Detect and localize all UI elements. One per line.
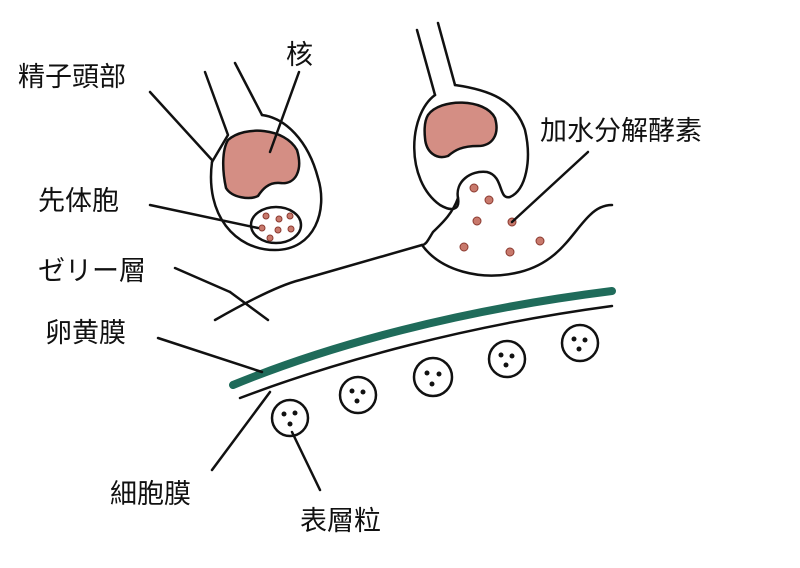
label-cortical-granules: 表層粒 bbox=[300, 506, 381, 537]
label-vitelline-membrane: 卵黄膜 bbox=[45, 318, 126, 349]
label-hydrolytic-enzymes: 加水分解酵素 bbox=[540, 116, 702, 147]
leader-lines bbox=[148, 70, 590, 492]
acrosome-enzymes bbox=[258, 212, 295, 242]
released-enzymes bbox=[459, 183, 545, 257]
label-acrosome: 先体胞 bbox=[38, 186, 119, 217]
label-jelly-layer: ゼリー層 bbox=[38, 256, 146, 287]
sperm-right bbox=[213, 21, 614, 322]
label-sperm-head: 精子頭部 bbox=[18, 62, 126, 93]
jelly-layer-boundary bbox=[213, 203, 614, 322]
label-cell-membrane: 細胞膜 bbox=[110, 479, 191, 510]
sperm-left bbox=[203, 61, 323, 252]
acrosome-vesicle bbox=[249, 205, 303, 245]
cortical-granules bbox=[270, 323, 600, 438]
nucleus-left bbox=[222, 129, 301, 200]
nucleus-right bbox=[423, 101, 498, 159]
cell-membrane bbox=[238, 304, 614, 400]
label-nucleus: 核 bbox=[286, 40, 313, 71]
vitelline-membrane bbox=[229, 287, 616, 389]
